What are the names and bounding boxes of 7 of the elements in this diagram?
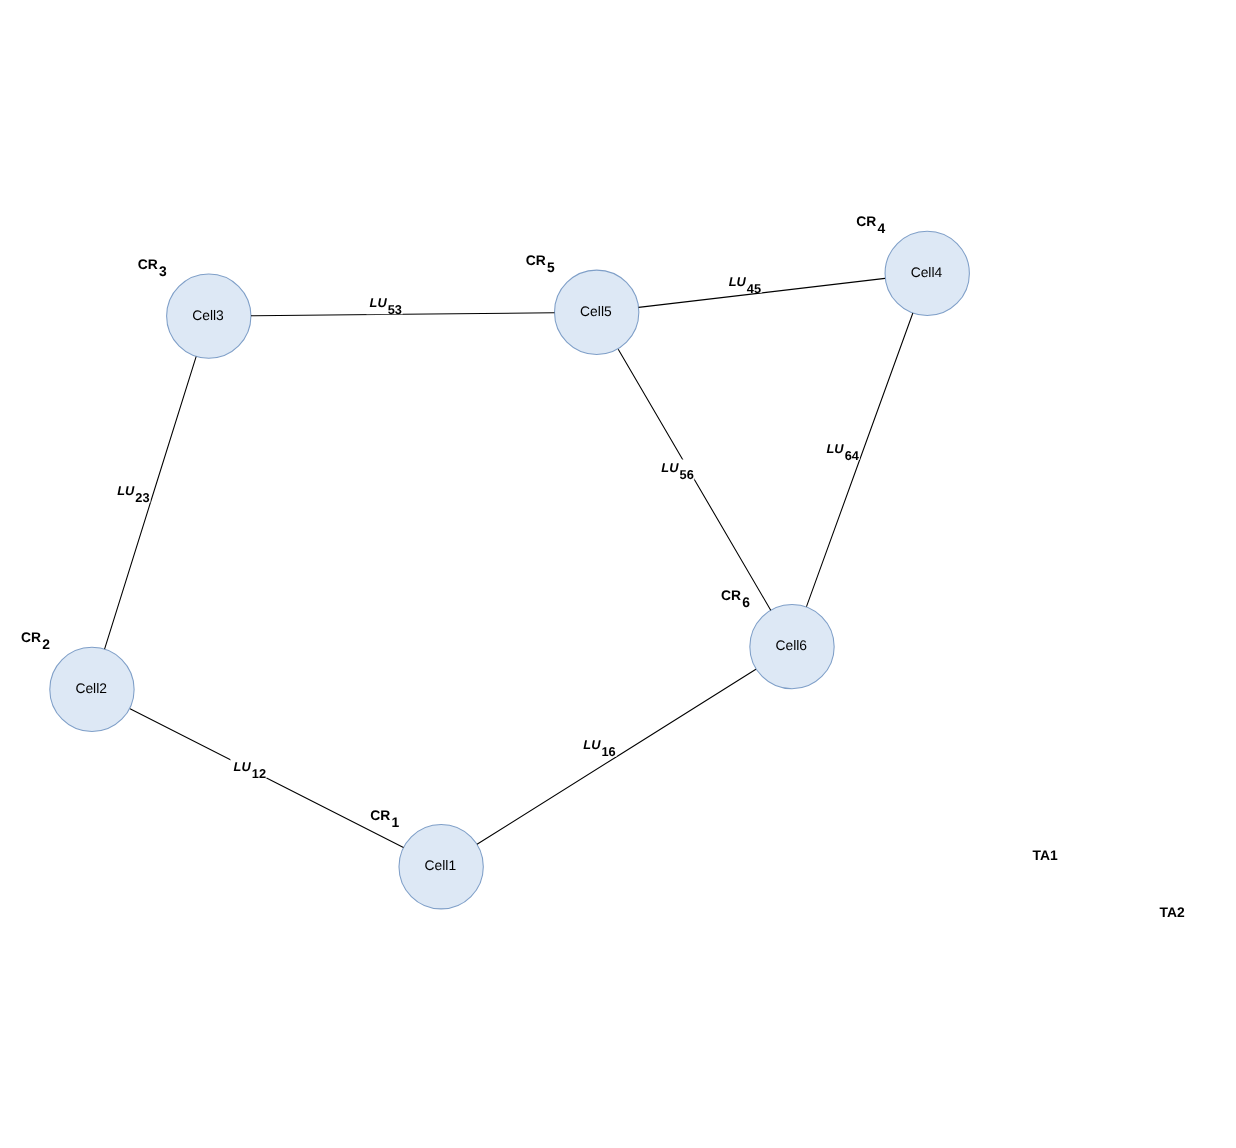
connector	[250, 311, 555, 316]
connector	[104, 355, 197, 649]
connector	[638, 276, 886, 307]
connector	[805, 311, 914, 607]
connector	[129, 707, 404, 848]
connector	[617, 347, 772, 610]
connector	[476, 667, 757, 844]
